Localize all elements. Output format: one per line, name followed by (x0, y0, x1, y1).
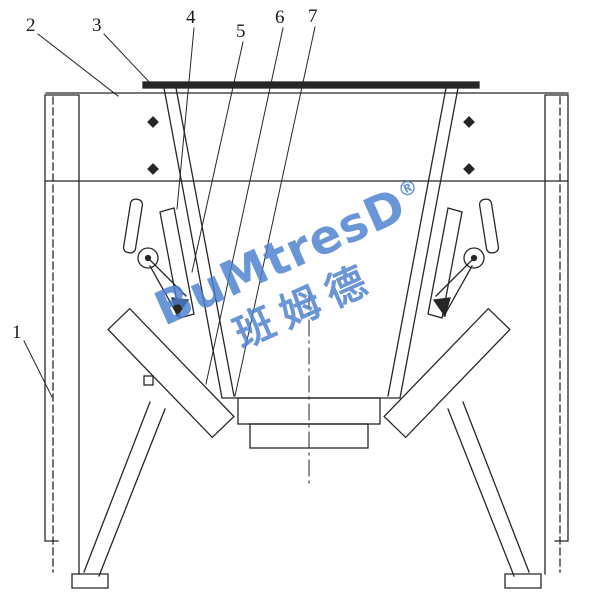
bolt-diamond-icons (147, 116, 475, 175)
left-pivot (137, 247, 159, 269)
right-clamp-bracket (427, 207, 475, 319)
left-column (44, 94, 80, 575)
leader-line-5 (191, 41, 244, 273)
leader-line-1 (23, 340, 53, 398)
callout-6: 6 (275, 7, 285, 28)
leader-line-7 (234, 26, 316, 397)
callout-5: 5 (236, 21, 246, 42)
leader-line-2 (37, 33, 119, 97)
left-roller-marker (143, 375, 154, 386)
left-clamp-pad (171, 297, 190, 318)
leader-line-6 (205, 27, 284, 385)
right-clamp-pad (432, 297, 451, 318)
right-roller-body (383, 307, 511, 439)
right-pivot (463, 247, 485, 269)
support-legs (83, 401, 530, 577)
hopper-walls (163, 87, 459, 399)
callout-1: 1 (12, 322, 22, 343)
left-base-plate (71, 573, 109, 589)
callout-4: 4 (186, 7, 196, 28)
left-roller (107, 307, 235, 439)
linework (23, 26, 569, 589)
top-flange (142, 81, 480, 89)
leader-line-4 (176, 27, 195, 210)
right-lever-handle (478, 198, 500, 254)
left-lever-handle (122, 198, 144, 254)
right-base-plate (504, 573, 542, 589)
leader-line-3 (103, 33, 153, 86)
support-band (45, 92, 569, 182)
callout-3: 3 (92, 15, 102, 36)
right-roller (383, 307, 511, 439)
right-column (544, 94, 569, 575)
left-clamp-bracket (147, 207, 195, 319)
callout-7: 7 (308, 6, 318, 27)
callout-2: 2 (26, 15, 36, 36)
left-roller-body (107, 307, 235, 439)
